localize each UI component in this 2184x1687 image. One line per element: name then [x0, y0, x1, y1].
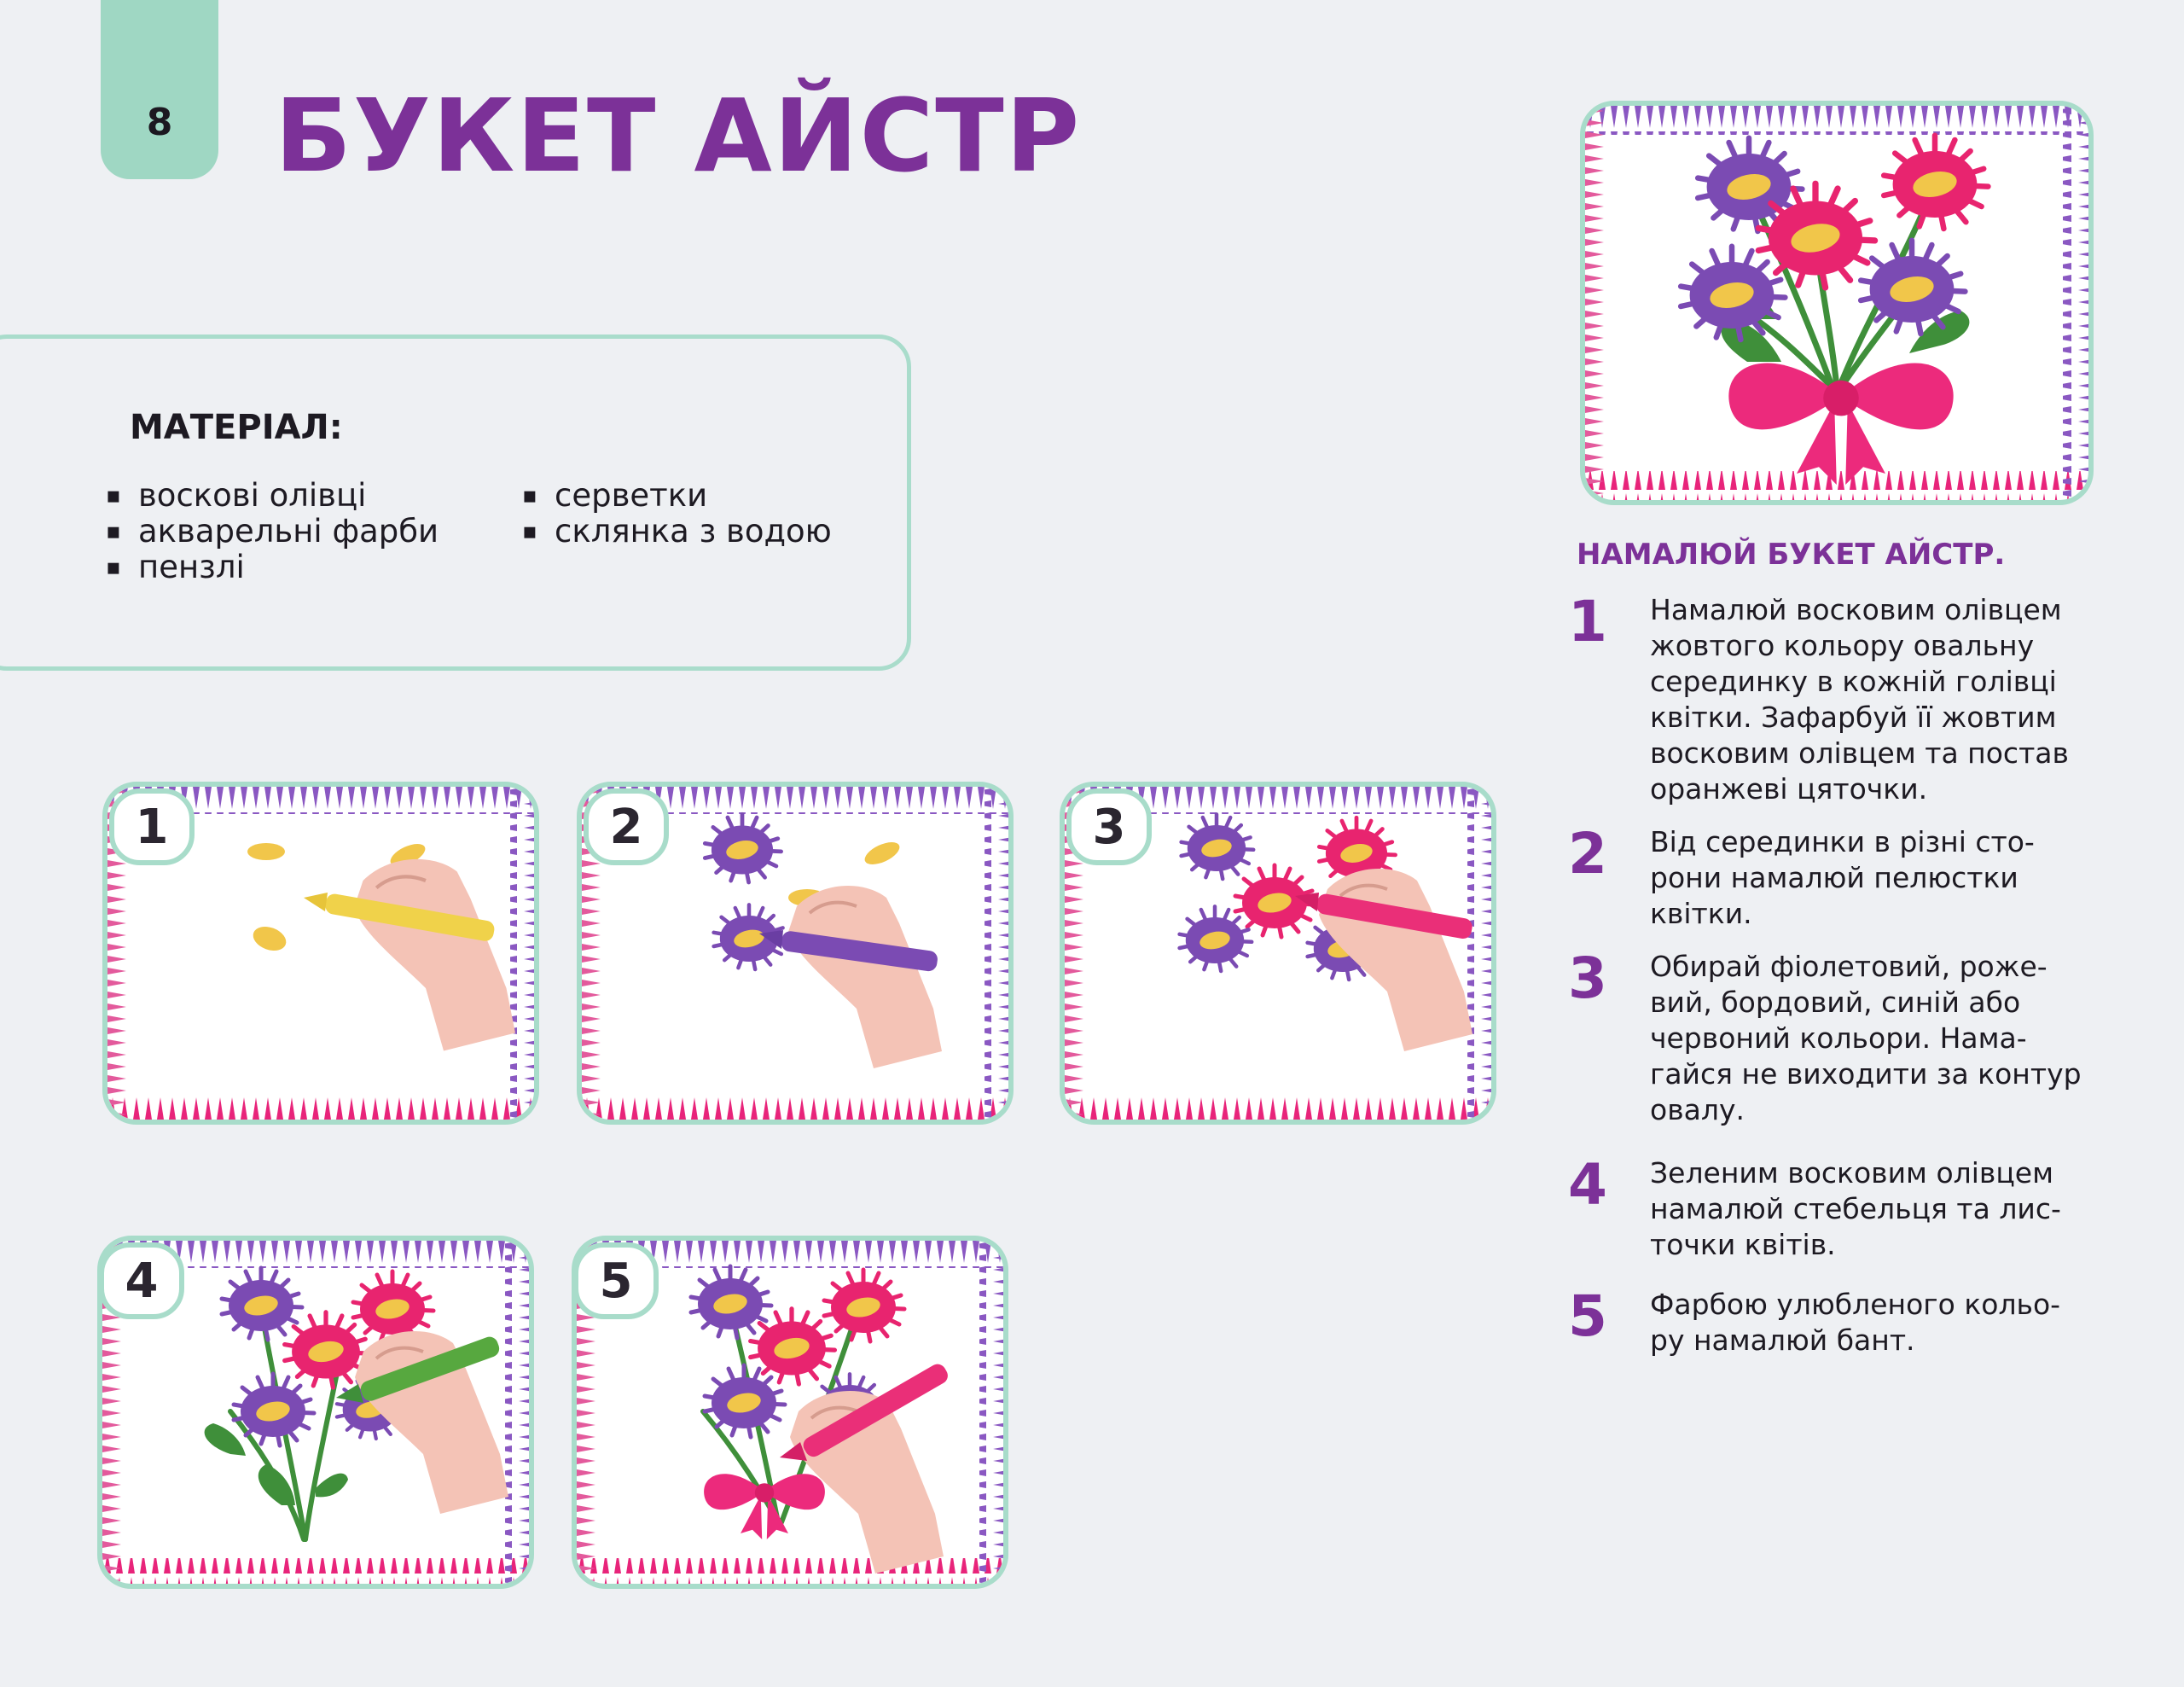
step-badge-5: 5 — [573, 1242, 659, 1319]
materials-item-label: серветки — [555, 477, 708, 514]
flower-icon — [1182, 814, 1254, 879]
materials-item-label: склянка з водою — [555, 513, 832, 550]
materials-item: ▪серветки — [522, 477, 708, 514]
crayon-icon — [336, 1336, 500, 1403]
finished-bouquet-picture — [1580, 101, 2094, 505]
instruction-step-text: Обирай фіолетовий, роже-вий, бордовий, с… — [1650, 950, 2082, 1126]
materials-item: ▪воскові олівці — [106, 477, 367, 514]
flower-icon — [705, 814, 781, 882]
bouquet-drawing — [1585, 106, 2088, 500]
materials-item: ▪пензлі — [106, 549, 245, 585]
crayon-icon — [780, 1364, 948, 1461]
page-title: БУКЕТ АЙСТР — [275, 77, 1082, 195]
page-number-tab — [101, 0, 218, 179]
page-number: 8 — [146, 101, 173, 144]
flower-icon — [705, 1365, 785, 1437]
materials-item: ▪склянка з водою — [522, 513, 832, 550]
materials-item-label: пензлі — [138, 549, 245, 585]
flower-icon — [691, 1266, 771, 1338]
hand-icon — [787, 884, 944, 1070]
flower-icon — [1884, 136, 1988, 229]
instruction-step-text: Фарбою улюбленого кольо-ру намалюй бант. — [1650, 1288, 2061, 1357]
flower-icon — [1681, 247, 1785, 340]
instruction-step-number: 1 — [1568, 589, 1607, 654]
materials-box — [0, 334, 911, 671]
materials-list-right: ▪серветки ▪склянка з водою — [522, 478, 832, 550]
crayon-icon — [759, 930, 938, 972]
bow-icon — [704, 1474, 825, 1539]
step-badge-2: 2 — [584, 788, 669, 865]
instruction-step-text: Від серединки в різні сто-рони намалюй п… — [1650, 825, 2035, 930]
instruction-step-text: Зеленим восковим олівцем намалюй стебель… — [1650, 1156, 2061, 1261]
materials-title: МАТЕРІАЛ: — [130, 408, 343, 447]
flower-icon — [222, 1268, 302, 1340]
bow-icon — [1728, 363, 1954, 485]
materials-item: ▪акварельні фарби — [106, 513, 439, 550]
flower-icon — [1180, 906, 1252, 971]
materials-item-label: акварельні фарби — [138, 513, 439, 550]
step-badge-4: 4 — [99, 1242, 184, 1319]
instruction-step-number: 4 — [1568, 1152, 1607, 1218]
step-badge-3: 3 — [1066, 788, 1152, 865]
instruction-step-number: 3 — [1568, 945, 1607, 1011]
materials-item-label: воскові олівці — [138, 477, 367, 514]
flower-icon — [234, 1374, 314, 1446]
instruction-step-number: 2 — [1568, 821, 1607, 887]
crayon-icon — [304, 893, 495, 941]
flower-icon — [824, 1270, 904, 1341]
instruction-step-number: 5 — [1568, 1283, 1607, 1349]
hand-icon — [354, 859, 515, 1051]
step-badge-1: 1 — [109, 788, 195, 865]
materials-list-left: ▪воскові олівці ▪акварельні фарби ▪пензл… — [106, 478, 439, 585]
crayon-icon — [1295, 893, 1472, 939]
instruction-step-text: Намалюй восковим олівцем жовтого кольору… — [1650, 593, 2069, 806]
instructions-title: НАМАЛЮЙ БУКЕТ АЙСТР. — [1577, 538, 2006, 572]
